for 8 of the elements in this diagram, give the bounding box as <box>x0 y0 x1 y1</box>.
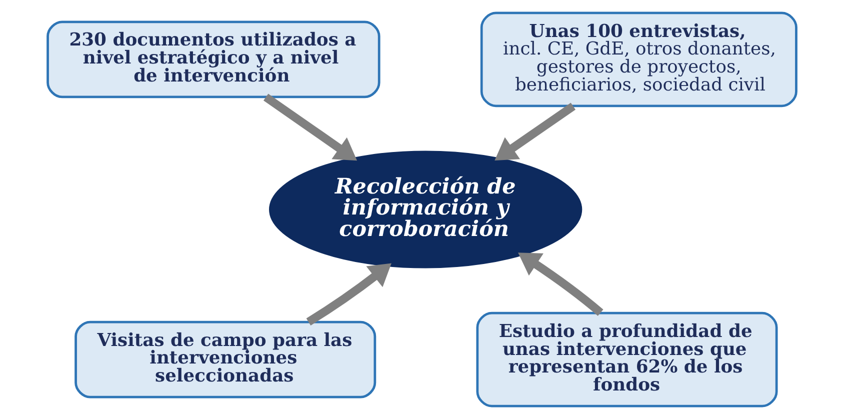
arrow <box>494 102 576 160</box>
node-box: Estudio a profundidad de unas intervenciones que representan 62% de los fondos <box>476 312 778 408</box>
arrow <box>518 252 604 316</box>
node-box: Visitas de campo para las intervenciones seleccionadas <box>74 320 376 398</box>
arrow <box>264 94 358 161</box>
node-box: Unas 100 entrevistas, incl. CE, GdE, otros donantes, gestores de proyectos, beneficiarios, sociedad civil <box>480 12 798 108</box>
node-box: 230 documentos utilizados a nivel estratégico y a nivel de intervención <box>46 20 380 98</box>
arrow <box>306 263 392 326</box>
